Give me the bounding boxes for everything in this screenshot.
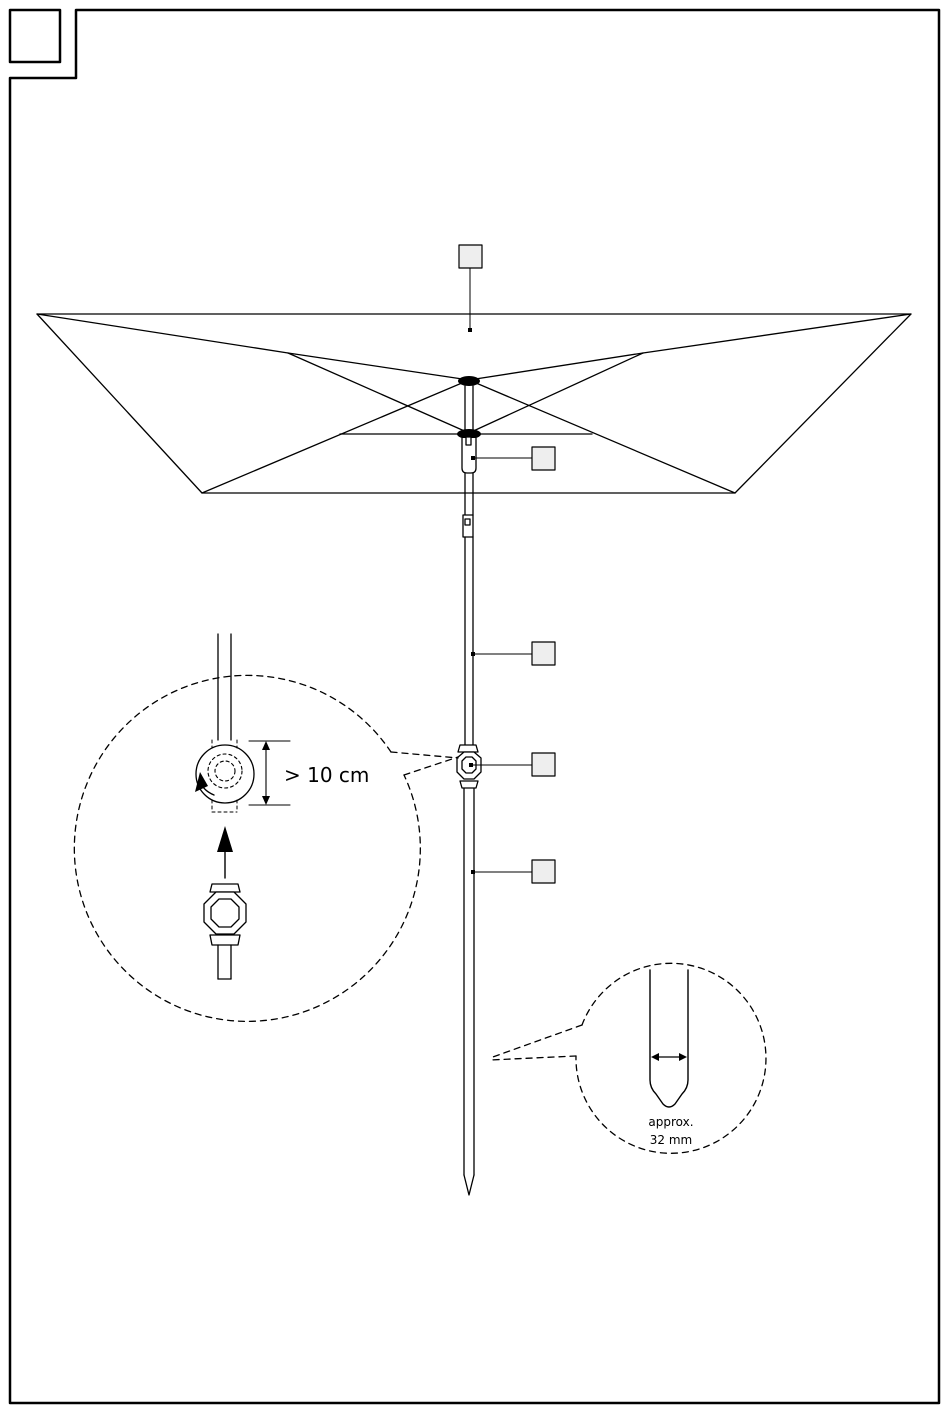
diameter-note-line1: approx. (648, 1115, 693, 1129)
callout-box-canopy (459, 245, 482, 268)
stretcher (288, 353, 469, 433)
page-frame (10, 10, 939, 1403)
measurement-label: > 10 cm (284, 763, 369, 787)
pole-joint (463, 515, 473, 537)
rib (202, 380, 469, 493)
callout-box-upper-pole (532, 642, 555, 665)
detail-circle-right: approx. 32 mm (490, 963, 766, 1153)
stretcher (469, 353, 643, 433)
insert-arrow-icon (217, 826, 233, 852)
callout-box-runner (532, 447, 555, 470)
detail-circle-left: > 10 cm (74, 634, 458, 1021)
rib (469, 380, 735, 493)
callout-box-spike (532, 860, 555, 883)
canopy-top-hub (458, 376, 480, 386)
diameter-note-line2: 32 mm (650, 1133, 692, 1147)
callout-box-connector (532, 753, 555, 776)
step-number-box (10, 10, 60, 62)
umbrella-pole (462, 386, 476, 1195)
